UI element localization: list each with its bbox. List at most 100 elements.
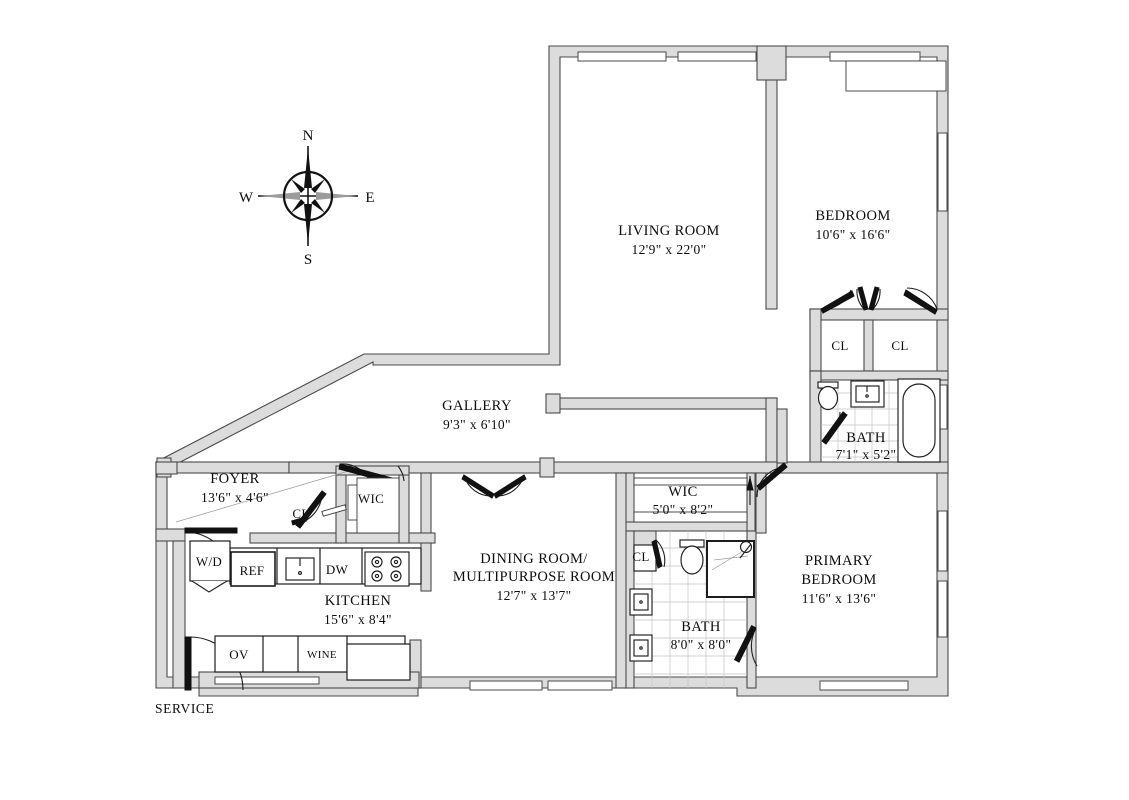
primbath-shower-slope-2 — [713, 555, 749, 561]
closet-left-door-leaf-a — [820, 290, 855, 314]
wall-living-bedroom — [765, 56, 778, 310]
compass-east-point — [316, 192, 356, 200]
wall-primbath-east — [746, 530, 757, 689]
kitchen-dimensions: 15'6" x 8'4" — [324, 612, 392, 627]
compass-label-west: W — [239, 190, 254, 206]
window-dining-south-2 — [547, 680, 613, 691]
service-door-panel — [184, 636, 192, 691]
appliance-labels: W/D REF DW OV WINE — [196, 554, 348, 662]
wall-kitchen-dining — [420, 472, 432, 592]
oven-label: OV — [229, 647, 249, 662]
burner-2-c — [393, 559, 399, 565]
compass-label-north: N — [303, 128, 314, 144]
wall-gallery-south-stub — [539, 457, 555, 478]
compass-west-point — [260, 192, 300, 200]
bath-primary-fixtures — [629, 530, 758, 688]
bath-primary-dimensions: 8'0" x 8'0" — [671, 637, 732, 652]
window-primary-east-1 — [937, 510, 948, 572]
dining-room-name: DINING ROOM/ — [480, 551, 588, 567]
window-living-2 — [677, 51, 757, 62]
foyer-closet-shelf — [321, 504, 347, 517]
closet-bedroom-right-label: CL — [891, 338, 908, 353]
island-extension — [346, 643, 411, 681]
primary-bedroom-name-2: BEDROOM — [801, 572, 876, 588]
bath-secondary-name: BATH — [846, 430, 886, 446]
primbath-shower-drain — [739, 540, 753, 554]
kitchen-wic-doors — [338, 463, 405, 534]
label-dining-room: DINING ROOM/ MULTIPURPOSE ROOM 12'7" x 1… — [453, 551, 615, 603]
wall-closet-divider — [863, 319, 874, 372]
wall-entry-stub — [155, 461, 178, 475]
closet-right-door-leaf-b — [903, 289, 938, 315]
wall-foyer-service — [155, 528, 186, 542]
label-kitchen: KITCHEN 15'6" x 8'4" — [324, 593, 392, 627]
primbath-shower-arrow — [739, 543, 752, 559]
living-room-dimensions: 12'9" x 22'0" — [631, 242, 706, 257]
primbath-shower-slope-1 — [711, 547, 749, 571]
burner-4-c — [393, 573, 399, 579]
foyer-angle-guide — [175, 469, 353, 523]
gallery-dimensions: 9'3" x 6'10" — [443, 417, 511, 432]
bath2-door-leaf — [821, 411, 848, 445]
washer-dryer-label: W/D — [196, 554, 222, 569]
compass-diag-sw — [291, 199, 305, 213]
wic-primary-fixtures — [633, 476, 754, 523]
closet-labels: CL WIC CL CL CL — [292, 338, 908, 564]
primbath-cl-door-leaf — [651, 539, 663, 569]
living-room-name: LIVING ROOM — [618, 223, 719, 239]
compass-south-point — [304, 204, 312, 244]
foyer-name: FOYER — [210, 471, 260, 487]
wall-dining-east — [615, 472, 627, 689]
closet-left-door-leaf-b — [857, 286, 869, 311]
primary-bedroom-name: PRIMARY — [805, 553, 873, 569]
window-primary-east-2 — [937, 580, 948, 638]
label-gallery: GALLERY 9'3" x 6'10" — [442, 398, 512, 432]
closet-foyer-label: CL — [292, 506, 309, 521]
wic-primary-door-arrow — [746, 477, 754, 491]
compass-label-south: S — [304, 252, 312, 268]
bath2-toilet-bowl — [817, 385, 839, 411]
primbath-door-leaf — [733, 624, 757, 663]
gallery-name: GALLERY — [442, 398, 512, 414]
compass-diag-se — [311, 199, 325, 213]
closet-right-door-leaf-a — [868, 286, 880, 311]
primbath-toilet-bowl — [680, 545, 704, 575]
wine-fridge-label: WINE — [307, 649, 337, 661]
windows — [214, 51, 948, 691]
washer-dryer-box — [189, 540, 231, 582]
kitchen-sink-drain — [298, 571, 302, 575]
wic-primary-name: WIC — [668, 484, 697, 500]
burner-1-c — [374, 559, 380, 565]
wall-bath2-south — [776, 461, 949, 474]
dining-room-name-2: MULTIPURPOSE ROOM — [453, 569, 615, 585]
foyer-dimensions: 13'6" x 4'6" — [201, 490, 269, 505]
primbath-drain-2 — [639, 646, 643, 650]
wall-hall-east — [776, 408, 788, 464]
compass-diag-ne — [311, 179, 325, 193]
closet-primary-bath-label: CL — [632, 549, 649, 564]
window-kitchen-south — [214, 676, 320, 685]
bedroom-dimensions: 10'6" x 16'6" — [815, 227, 890, 242]
wall-primary-west — [755, 472, 767, 534]
window-living-1 — [577, 51, 667, 62]
kitchen-fixtures — [189, 540, 422, 681]
bath-secondary-fixtures — [817, 378, 941, 463]
compass-ring — [282, 170, 334, 222]
wic-primary-dimensions: 5'0" x 8'2" — [653, 502, 714, 517]
wall-bedroom-closets — [809, 308, 949, 321]
foyer-closet-threshold — [291, 516, 307, 526]
closet-bedroom-left-label: CL — [831, 338, 848, 353]
cooktop — [364, 551, 410, 587]
bath2-tub-inner — [902, 383, 936, 458]
window-dining-south-1 — [469, 680, 543, 691]
kitchen-name: KITCHEN — [325, 593, 392, 609]
wic-kitchen-label: WIC — [358, 491, 384, 506]
room-labels: LIVING ROOM 12'9" x 22'0" BEDROOM 10'6" … — [201, 208, 896, 652]
wall-living-south — [548, 397, 778, 410]
wic-primary-shelf-top — [633, 477, 748, 486]
refrigerator-label: REF — [240, 563, 265, 578]
wic-kitchen-inner — [356, 477, 400, 534]
entry-door-panel — [184, 527, 238, 534]
